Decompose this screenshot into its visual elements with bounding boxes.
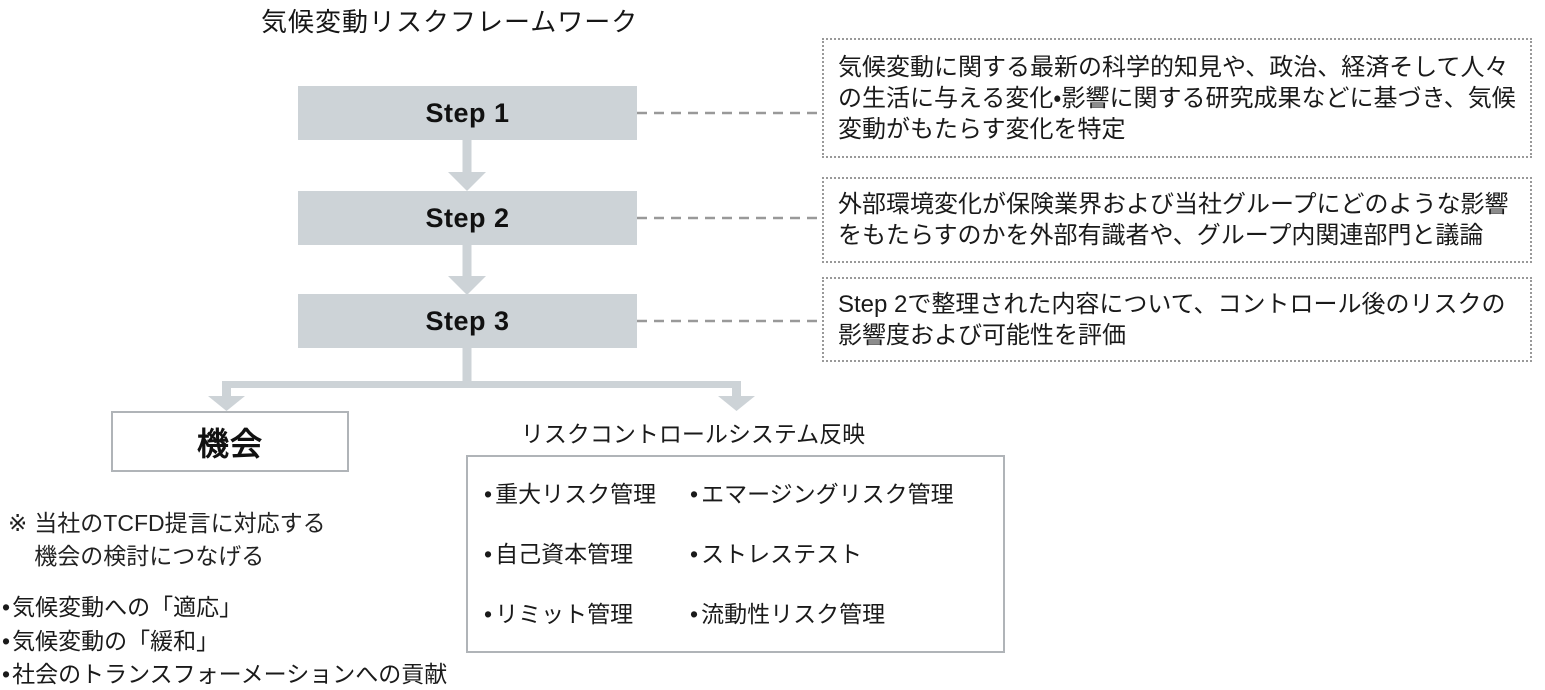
- tcfd-note-line1: 当社のTCFD提言に対応する: [34, 510, 326, 536]
- arrow-to-risk-control-head: [718, 396, 755, 411]
- step2-label: Step 2: [425, 202, 510, 233]
- step1-label: Step 1: [425, 97, 510, 128]
- tcfd-note-text: 当社のTCFD提言に対応する 機会の検討につなげる: [34, 507, 325, 573]
- diagram-title: 気候変動リスクフレームワーク: [261, 7, 639, 37]
- arrow-step1-step2-head: [448, 172, 486, 191]
- opportunity-item: 気候変動への「適応」: [2, 591, 447, 625]
- opportunity-label: 機会: [196, 425, 263, 462]
- tcfd-note-marker: ※: [8, 510, 28, 536]
- branch-left-stub: [222, 381, 231, 397]
- branch-horizontal-bar: [222, 381, 741, 388]
- opportunity-item: 気候変動の「緩和」: [2, 625, 447, 659]
- arrow-step2-step3-stem: [462, 245, 472, 277]
- branch-stem: [462, 348, 472, 382]
- arrow-step2-step3-head: [448, 276, 486, 295]
- step1-box: Step 1: [298, 86, 637, 140]
- arrow-to-opportunity-head: [208, 396, 245, 411]
- step1-description-text: 気候変動に関する最新の科学的知見や、政治、経済そして人々の生活に与える変化・影響…: [838, 53, 1516, 143]
- branch-right-stub: [732, 381, 741, 397]
- opportunity-item: 社会のトランスフォーメーションへの貢献: [2, 658, 447, 690]
- opportunity-box: 機会: [111, 411, 349, 472]
- risk-item: 重大リスク管理: [484, 481, 656, 508]
- risk-item: ストレステスト: [690, 541, 862, 568]
- risk-control-box: 重大リスク管理 エマージングリスク管理 自己資本管理 ストレステスト リミット管…: [466, 455, 1005, 653]
- step3-description-text: Step 2で整理された内容について、コントロール後のリスクの影響度および可能性…: [838, 290, 1506, 349]
- step3-label: Step 3: [425, 305, 510, 336]
- risk-item: 流動性リスク管理: [690, 601, 885, 628]
- tcfd-note-line2: 機会の検討につなげる: [34, 543, 265, 569]
- step3-description-box: Step 2で整理された内容について、コントロール後のリスクの影響度および可能性…: [822, 277, 1532, 362]
- risk-item: 自己資本管理: [484, 541, 633, 568]
- step2-box: Step 2: [298, 191, 637, 245]
- risk-item: リミット管理: [484, 601, 633, 628]
- opportunity-item-list: 気候変動への「適応」 気候変動の「緩和」 社会のトランスフォーメーションへの貢献: [2, 591, 447, 690]
- step2-description-box: 外部環境変化が保険業界および当社グループにどのような影響をもたらすのかを外部有識…: [822, 177, 1532, 263]
- risk-control-system-label: リスクコントロールシステム反映: [520, 421, 866, 447]
- arrow-step1-step2-stem: [462, 140, 472, 173]
- risk-item: エマージングリスク管理: [690, 481, 954, 508]
- step1-description-box: 気候変動に関する最新の科学的知見や、政治、経済そして人々の生活に与える変化・影響…: [822, 38, 1532, 158]
- step2-description-text: 外部環境変化が保険業界および当社グループにどのような影響をもたらすのかを外部有識…: [838, 191, 1509, 249]
- tcfd-note: ※ 当社のTCFD提言に対応する 機会の検討につなげる: [8, 507, 326, 573]
- step3-box: Step 3: [298, 294, 637, 348]
